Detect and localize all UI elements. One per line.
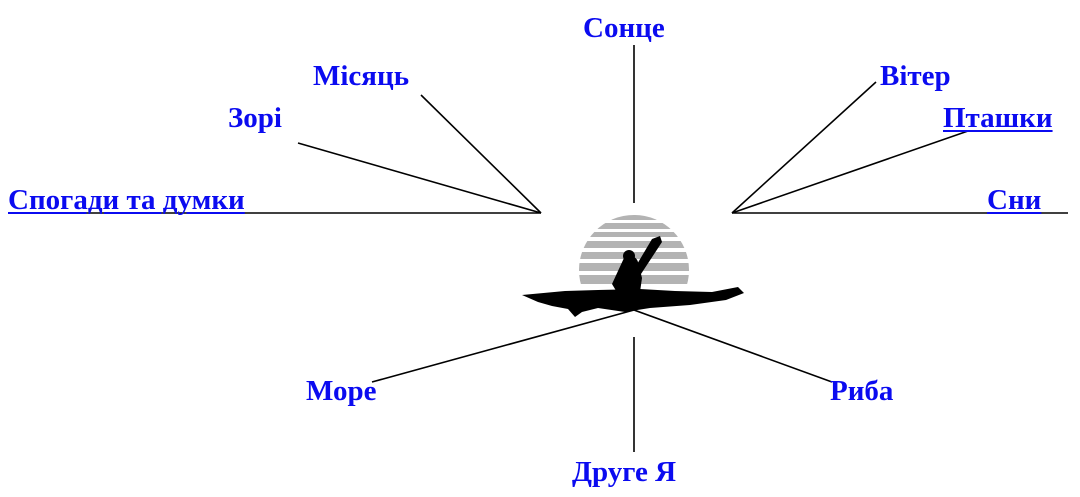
node-sny[interactable]: Сни (987, 184, 1042, 216)
node-vitr[interactable]: Вітер (880, 60, 951, 92)
node-druhe[interactable]: Друге Я (572, 456, 677, 488)
node-ptashky[interactable]: Пташки (943, 102, 1053, 134)
node-zori[interactable]: Зорі (228, 102, 282, 134)
node-spohady[interactable]: Спогади та думки (8, 184, 245, 216)
line-zori (297, 142, 542, 214)
line-ryba (633, 309, 833, 383)
kayaker-sunset-icon (522, 215, 744, 317)
node-ryba[interactable]: Риба (830, 375, 894, 407)
line-misiats (420, 94, 542, 214)
node-misiats[interactable]: Місяць (313, 60, 410, 92)
node-sontse[interactable]: Сонце (583, 12, 665, 44)
line-vitr (731, 81, 877, 214)
line-more (371, 309, 635, 383)
node-more[interactable]: Море (306, 375, 377, 407)
connector-lines (8, 45, 1068, 452)
line-ptashky (731, 130, 969, 214)
